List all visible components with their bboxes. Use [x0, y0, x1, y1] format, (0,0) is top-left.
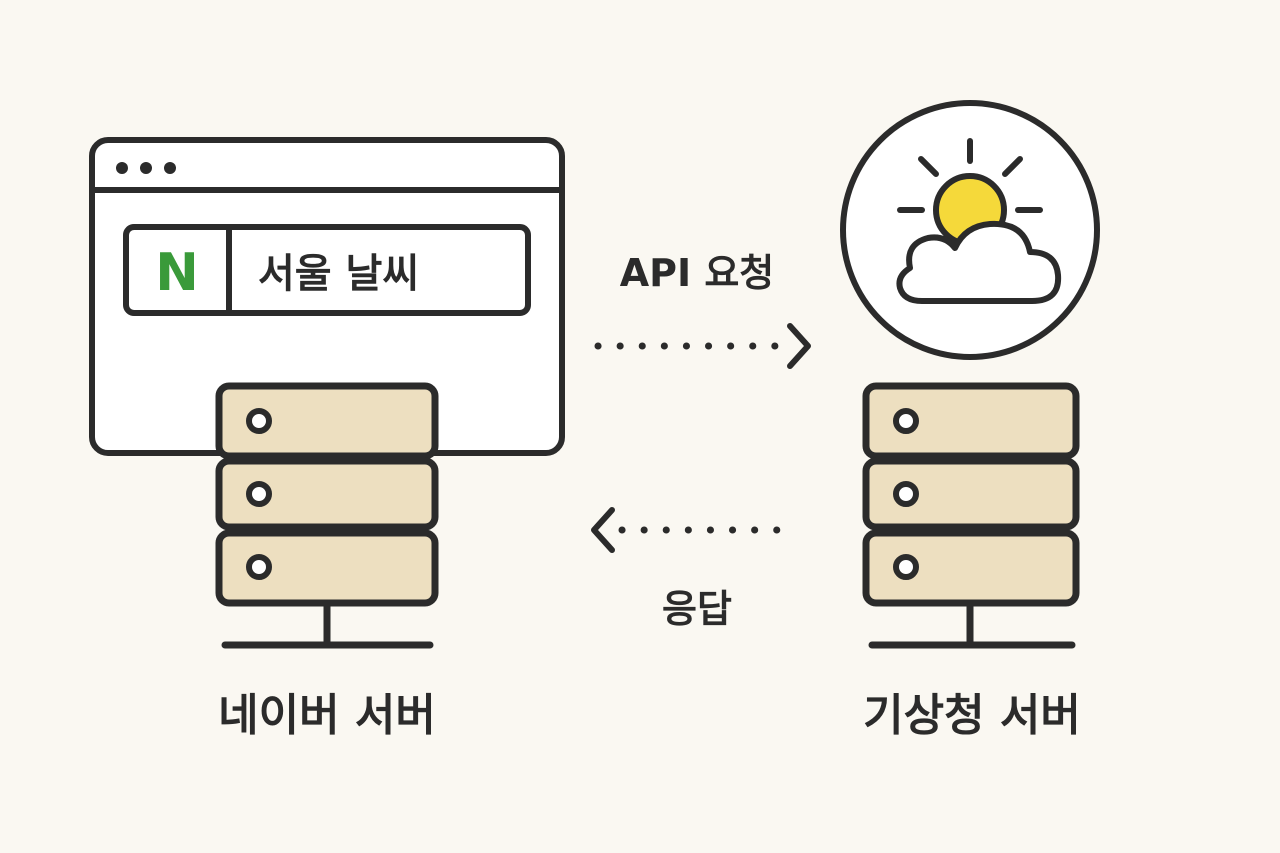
- naver-logo-letter: N: [155, 243, 199, 303]
- naver-server-label: 네이버 서버: [218, 690, 436, 741]
- sun-behind-cloud-icon: [840, 100, 1100, 360]
- request-arrow: [594, 323, 811, 369]
- window-dots: [116, 162, 176, 174]
- kma-server-label: 기상청 서버: [863, 690, 1081, 741]
- response-label: 응답: [662, 587, 732, 631]
- kma-server-icon: [862, 382, 1080, 649]
- browser-window: N 서울 날씨: [89, 137, 565, 456]
- request-label: API 요청: [620, 251, 775, 295]
- search-query-text: 서울 날씨: [258, 251, 419, 297]
- naver-server-icon: [215, 382, 439, 649]
- search-bar[interactable]: N 서울 날씨: [123, 224, 531, 316]
- response-arrow: [591, 507, 794, 553]
